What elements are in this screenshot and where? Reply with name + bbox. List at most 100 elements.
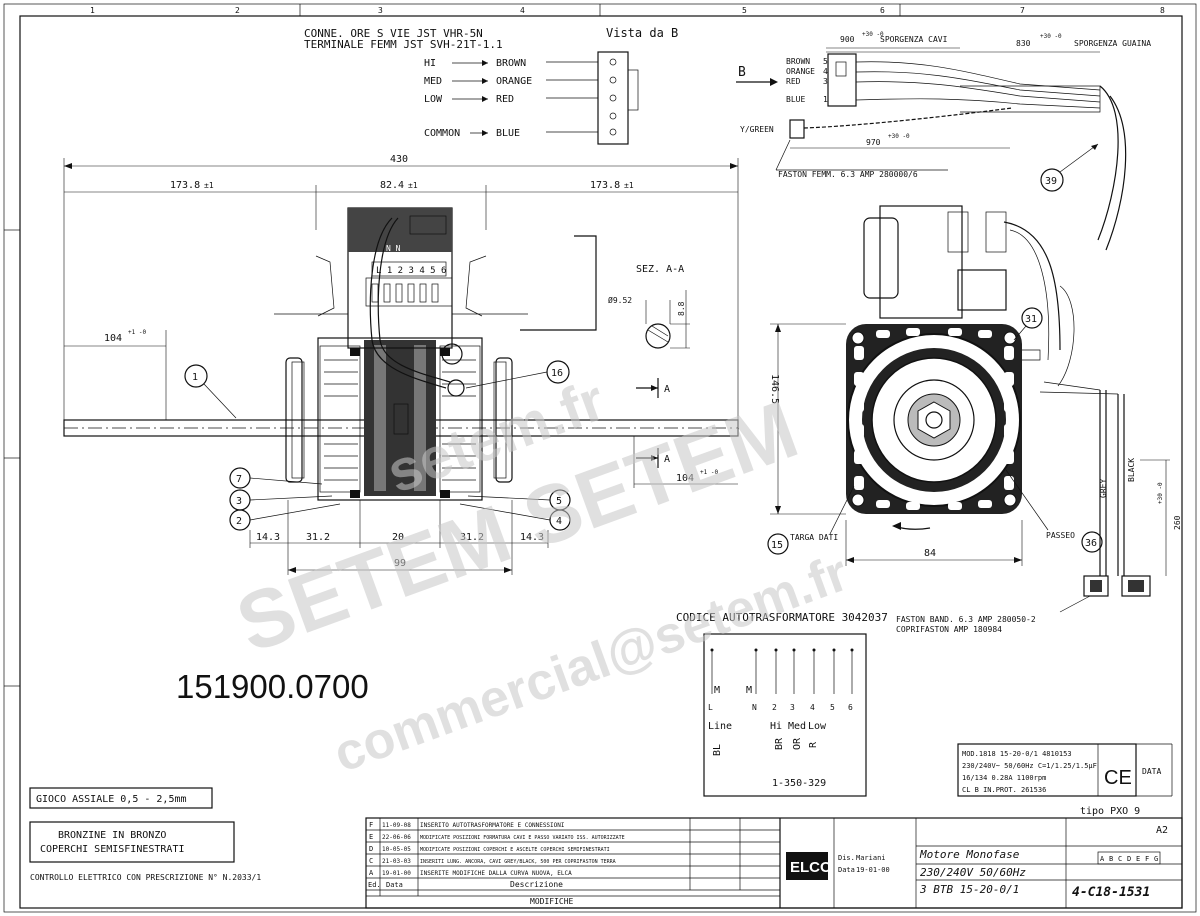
bronze-note-1: BRONZINE IN BRONZO: [58, 830, 166, 841]
drawn-label: Dis.: [838, 854, 855, 862]
wire-to: RED: [496, 94, 514, 105]
right-rubber-mount: [495, 357, 513, 483]
rev-text: INSERITI LUNG. ANCORA, CAVI GREY/BLACK, …: [420, 859, 616, 865]
axial-play: GIOCO ASSIALE 0,5 - 2,5mm: [36, 794, 187, 805]
wire-pin: 5: [823, 57, 828, 66]
right-shaft-dim: 104: [676, 473, 694, 484]
motor-end-housing: [846, 324, 1022, 514]
rev-ed: D: [369, 845, 373, 853]
section-label: SEZ. A-A: [636, 264, 684, 275]
voltage: 230/240V 50/60Hz: [920, 866, 1026, 879]
rev-date: 21-03-03: [382, 858, 411, 865]
wire-pin: 4: [823, 67, 828, 76]
faston-label: FASTON FEMM. 6.3 AMP 280000/6: [778, 170, 918, 179]
border-number: 8: [1160, 6, 1165, 15]
bottom-total: 99: [394, 558, 406, 569]
rev-letter: G: [1154, 855, 1158, 863]
bronze-note: BRONZINE IN BRONZO COPERCHI SEMISFINESTR…: [29, 821, 235, 863]
rev-ed: E: [369, 833, 373, 841]
wire-from: HI: [424, 58, 436, 69]
passeo-label: PASSEO: [1046, 531, 1075, 540]
view-label: Vista da B: [606, 26, 678, 40]
bottom-dim: 20: [392, 532, 404, 543]
ref-4: 4: [556, 516, 562, 527]
border-number: 6: [880, 6, 885, 15]
border-number: 2: [235, 6, 240, 15]
ref-2: 2: [236, 516, 242, 527]
data-label: DATA: [1142, 767, 1161, 776]
b-label: B: [738, 65, 746, 80]
bottom-dim: 14.3: [520, 532, 544, 543]
rev-letter: A: [1100, 855, 1105, 863]
section-a-a: SEZ. A-A 8.8 Ø9.52 A A 104 +1 -0: [608, 264, 738, 488]
pin-label: 6: [848, 703, 853, 712]
ground-length-tol: +30 -0: [888, 133, 910, 140]
right-shaft-length: 173.8: [590, 180, 620, 191]
ref-7: 7: [236, 474, 242, 485]
cable-connector: [827, 53, 857, 107]
rev-text: MODIFICATE POSIZIONI FORMATURA CAVI E PA…: [420, 835, 625, 841]
shaft-dim: 104: [104, 333, 122, 344]
wire-pin: 3: [823, 77, 828, 86]
connector-wiring: CONNE. ORE S VIE JST VHR-5N TERMINALE FE…: [304, 26, 678, 145]
ground-length: 970: [866, 138, 881, 147]
rev-text: INSERITE MODIFICHE DALLA CURVA NUOVA, EL…: [420, 870, 572, 877]
rev-ed: A: [369, 869, 374, 877]
pin-mark: M: [714, 685, 720, 696]
cable-protrusion-tol: +30 -0: [862, 31, 884, 38]
wire-color: RED: [786, 77, 801, 86]
part-number: 151900.0700: [176, 668, 369, 705]
faston-cover: COPRIFASTON AMP 180984: [896, 625, 1002, 634]
motor-side-view: GREY BLACK 260 +30 -0 146.5 84 15 TARGA …: [767, 205, 1182, 634]
ref-5: 5: [556, 496, 562, 507]
drawn-value: Mariani: [856, 854, 886, 862]
ref-1: 1: [192, 372, 198, 383]
autotransformer-part: 1-350-329: [772, 778, 826, 789]
width-dim: 84: [924, 548, 936, 559]
autotransformer: CODICE AUTOTRASFORMATORE 3042037 M M L N…: [676, 611, 888, 797]
wire-length: 260: [1173, 515, 1182, 530]
wire-code: BL: [712, 744, 723, 756]
bottom-dim: 14.3: [256, 532, 280, 543]
bottom-dim: 31.2: [306, 532, 330, 543]
border-number: 7: [1020, 6, 1025, 15]
section-flat: 8.8: [677, 301, 686, 316]
label-plate: TARGA DATI: [790, 533, 838, 542]
revisions-header: Descrizione: [510, 880, 563, 889]
rev-letter: D: [1127, 855, 1131, 863]
sheath-protrusion-tol: +30 -0: [1040, 33, 1062, 40]
pin-label: 3: [790, 703, 795, 712]
rating-line-1: MOD.1818 15-20-0/1 4810153: [962, 750, 1072, 758]
center-body-length: 82.4: [380, 180, 404, 191]
function-label: Med: [788, 721, 806, 732]
border-number: 3: [378, 6, 383, 15]
wire-code: OR: [792, 737, 803, 750]
terminal-top-label: N N: [386, 244, 401, 253]
passeo-ref: 36: [1085, 538, 1097, 549]
right-shaft-dim-tol: +1 -0: [700, 469, 718, 476]
cable-protrusion-label: SPORGENZA CAVI: [880, 35, 948, 44]
sheath-protrusion: 830: [1016, 39, 1031, 48]
drawing-number: 4-C18-1531: [1072, 885, 1150, 900]
rev-date: 19-01-00: [382, 870, 411, 877]
bottom-dimensions: 14.3 31.2 20 31.2 14.3 99: [249, 500, 549, 575]
wire-color: BLUE: [786, 95, 805, 104]
pin-label: L: [708, 703, 713, 712]
axial-play-note: GIOCO ASSIALE 0,5 - 2,5mm: [29, 787, 213, 809]
pin-label: 2: [772, 703, 777, 712]
faston-grey: [1083, 575, 1109, 597]
type-label: tipo PXO 9: [1080, 806, 1140, 817]
section-mark-bottom: A: [664, 454, 670, 465]
ground-faston: [789, 119, 805, 139]
company-logo: [786, 852, 828, 880]
wire-from: LOW: [424, 94, 443, 105]
faston-band: FASTON BAND. 6.3 AMP 280050-2: [896, 615, 1036, 624]
left-shaft-length: 173.8: [170, 180, 200, 191]
rev-letter: B: [1109, 855, 1113, 863]
wire-color: ORANGE: [786, 67, 815, 76]
border-number: 5: [742, 6, 747, 15]
date-value: 19-01-00: [856, 866, 890, 874]
rev-letter: C: [1118, 855, 1122, 863]
rev-text: INSERITO AUTOTRASFORMATORE E CONNESSIONI: [420, 822, 565, 829]
